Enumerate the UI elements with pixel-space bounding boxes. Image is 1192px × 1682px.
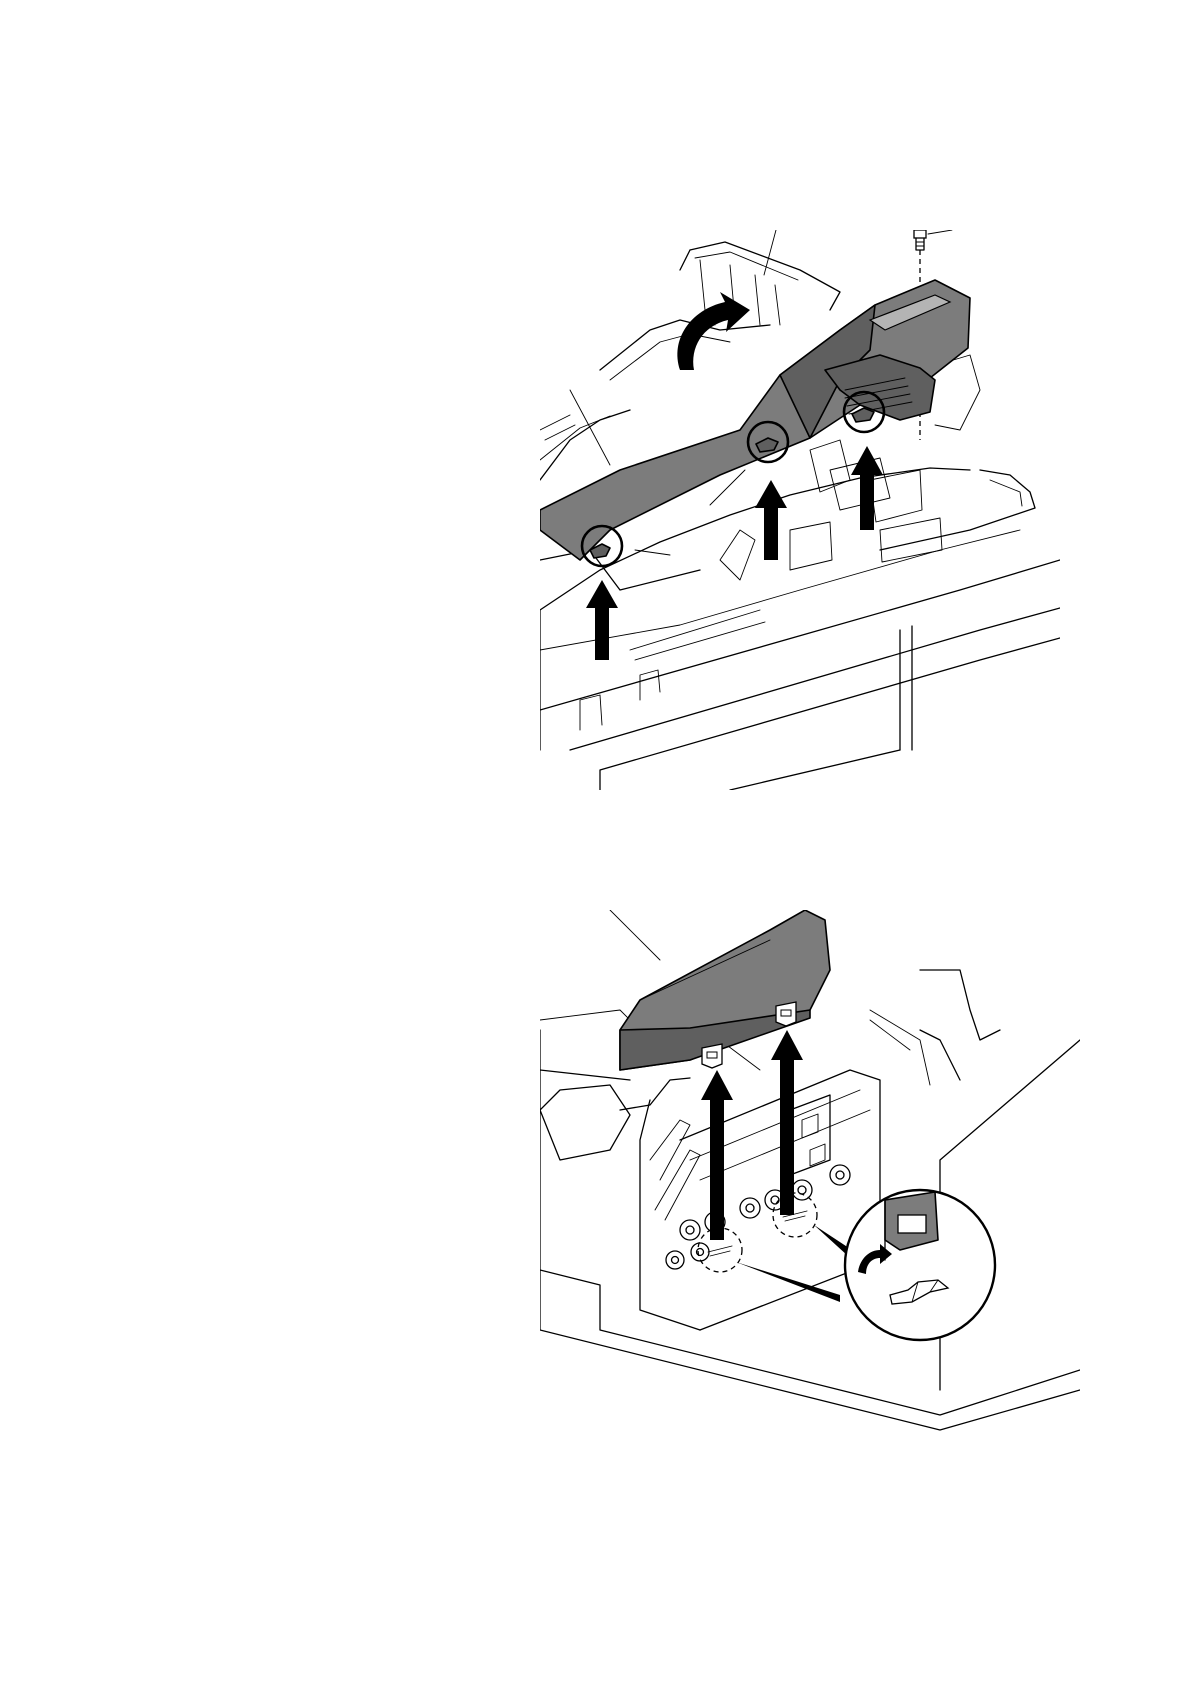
- diagram-bottom-svg: [540, 910, 1080, 1450]
- figure-cover-removal-top: [540, 230, 1060, 790]
- figure-cover-removal-bottom: [540, 910, 1080, 1450]
- roller-gear-row: [666, 1165, 850, 1269]
- diagram-top-svg: [540, 230, 1060, 790]
- lift-arrow-icon: [586, 580, 618, 660]
- screw-icon[interactable]: [914, 230, 952, 250]
- detail-connector-lines: [736, 1225, 852, 1302]
- tab-right[interactable]: [776, 1002, 796, 1026]
- tab-left[interactable]: [702, 1044, 722, 1068]
- detail-magnifier-circle[interactable]: [845, 1190, 995, 1340]
- rotate-arrow-icon: [677, 292, 750, 370]
- top-cover-piece[interactable]: [620, 910, 830, 1070]
- dashed-callout-circle[interactable]: [773, 1193, 817, 1237]
- lift-arrow-icon: [755, 480, 787, 560]
- lift-arrow-icon: [701, 1070, 733, 1240]
- right-cover-module[interactable]: [540, 280, 970, 560]
